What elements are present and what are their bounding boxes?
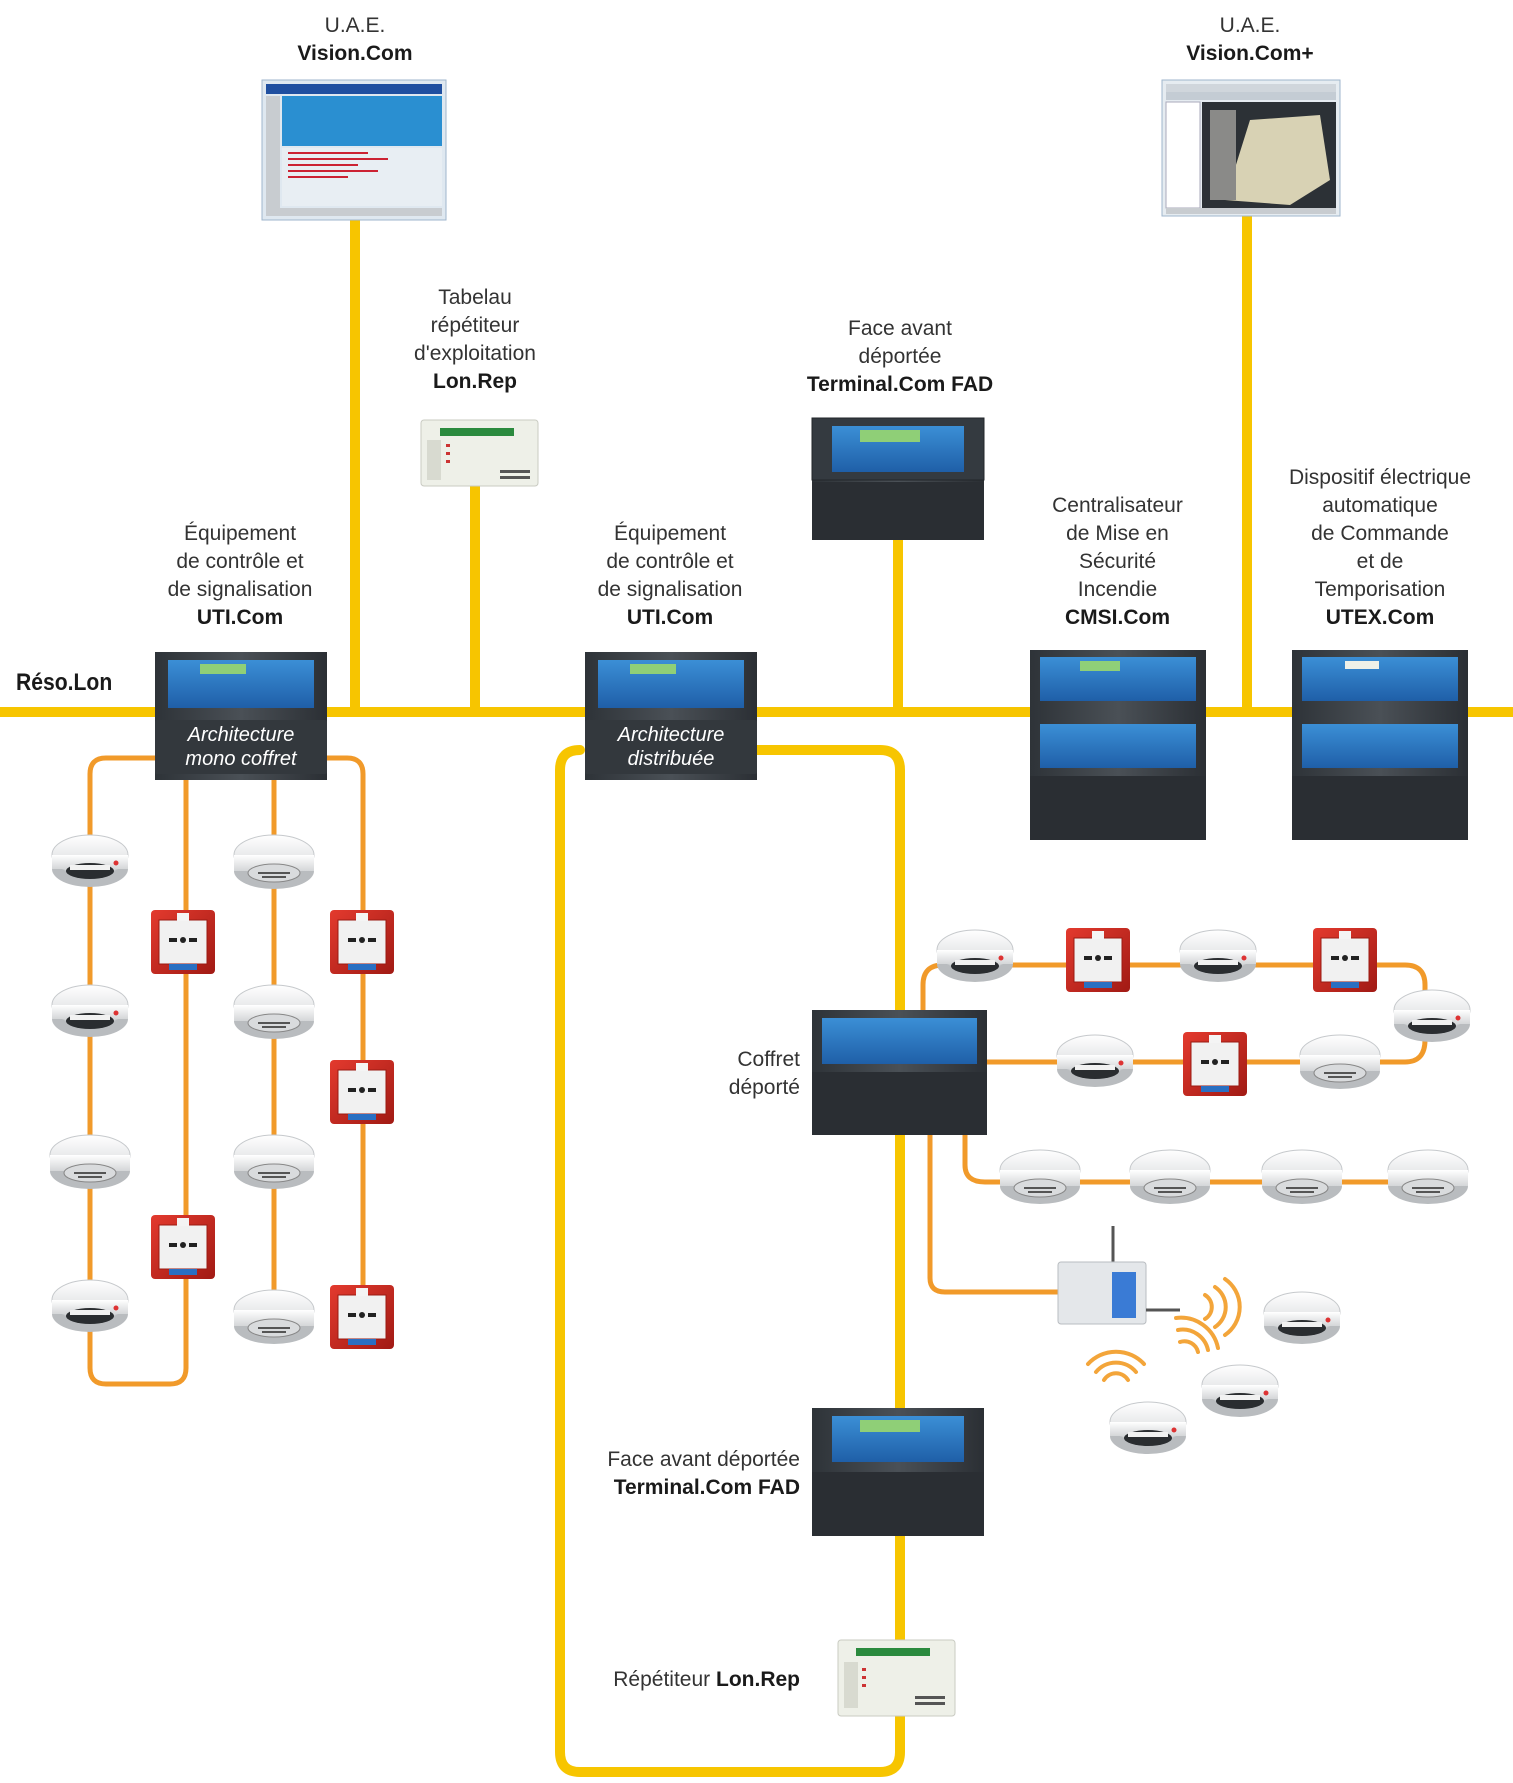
detector-loops-right bbox=[920, 962, 1463, 1295]
wireless-smoke-detector-icon bbox=[1109, 1401, 1187, 1455]
smoke-detector-icon bbox=[51, 984, 129, 1038]
manual-call-point-icon bbox=[1181, 1030, 1249, 1098]
lon-rep-top-label: Tabelau répétiteur d'exploitation Lon.Re… bbox=[380, 284, 570, 396]
uti-left-label: Équipement de contrôle et de signalisati… bbox=[140, 520, 340, 632]
coffret-line: déporté bbox=[728, 1076, 800, 1099]
coffret-deporte-cabinet[interactable] bbox=[812, 1010, 987, 1135]
radio-wave-icon bbox=[1086, 1277, 1242, 1382]
heat-detector-icon bbox=[233, 1134, 315, 1190]
badge-line: Architecture bbox=[617, 724, 725, 746]
cmsi-line: Centralisateur bbox=[1052, 494, 1183, 517]
fad-top-line: déportée bbox=[858, 345, 942, 368]
wireless-smoke-detector-icon bbox=[1201, 1364, 1279, 1418]
uae-vision-com-label: U.A.E. Vision.Com bbox=[255, 12, 455, 68]
uti-left-line: de contrôle et bbox=[176, 550, 304, 573]
cmsi-name: CMSI.Com bbox=[1065, 606, 1170, 629]
smoke-detector-icon bbox=[936, 929, 1014, 983]
heat-detector-icon bbox=[49, 1134, 131, 1190]
uti-center-line: de signalisation bbox=[597, 578, 743, 601]
cmsi-line: de Mise en bbox=[1066, 522, 1169, 545]
fad-bottom-label: Face avant déportée Terminal.Com FAD bbox=[560, 1446, 800, 1502]
lon-rep-bottom-label: Répétiteur Lon.Rep bbox=[560, 1666, 800, 1694]
terminal-com-fad-top[interactable] bbox=[811, 417, 985, 540]
smoke-detector-icon bbox=[51, 834, 129, 888]
vision-com-monitor[interactable] bbox=[261, 79, 447, 221]
fad-bottom-line: Face avant déportée bbox=[607, 1448, 800, 1471]
heat-detector-icon bbox=[1299, 1034, 1381, 1090]
reso-lon-bus bbox=[0, 205, 1513, 1777]
coffret-deporte-label: Coffret déporté bbox=[690, 1046, 800, 1102]
utex-line: de Commande bbox=[1311, 522, 1449, 545]
uae-left-line1: U.A.E. bbox=[324, 14, 386, 37]
radio-gateway[interactable] bbox=[1057, 1226, 1180, 1325]
uti-left-line: Équipement bbox=[183, 522, 297, 545]
fad-top-line: Face avant bbox=[848, 317, 952, 340]
lon-rep-top-line: répétiteur bbox=[430, 314, 520, 337]
lon-rep-top-name: Lon.Rep bbox=[433, 370, 517, 393]
utex-label: Dispositif électrique automatique de Com… bbox=[1265, 464, 1495, 632]
uti-center-name: UTI.Com bbox=[626, 606, 714, 629]
heat-detector-icon bbox=[1129, 1149, 1211, 1205]
utex-line: Temporisation bbox=[1314, 578, 1446, 601]
reso-lon-label: Réso.Lon bbox=[16, 669, 113, 696]
utex-line: Dispositif électrique bbox=[1288, 466, 1472, 489]
uae-vision-com-plus-label: U.A.E. Vision.Com+ bbox=[1150, 12, 1350, 68]
coffret-line: Coffret bbox=[737, 1048, 800, 1071]
smoke-detector-icon bbox=[1393, 989, 1471, 1043]
utex-name: UTEX.Com bbox=[1325, 606, 1435, 629]
architecture-mono-coffret-badge: Architecture mono coffret bbox=[155, 720, 327, 774]
smoke-detector-icon bbox=[1179, 929, 1257, 983]
manual-call-point-icon bbox=[328, 1283, 396, 1351]
manual-call-point-icon bbox=[149, 1213, 217, 1281]
fad-top-label: Face avant déportée Terminal.Com FAD bbox=[780, 315, 1020, 399]
manual-call-point-icon bbox=[328, 908, 396, 976]
badge-line: mono coffret bbox=[185, 748, 297, 770]
cmsi-label: Centralisateur de Mise en Sécurité Incen… bbox=[1015, 492, 1220, 632]
architecture-distribuee-badge: Architecture distribuée bbox=[585, 720, 757, 774]
fad-top-name: Terminal.Com FAD bbox=[806, 373, 994, 396]
uti-left-name: UTI.Com bbox=[196, 606, 284, 629]
uti-center-label: Équipement de contrôle et de signalisati… bbox=[570, 520, 770, 632]
uae-right-line1: U.A.E. bbox=[1219, 14, 1281, 37]
heat-detector-icon bbox=[999, 1149, 1081, 1205]
lon-rep-bottom-prefix: Répétiteur bbox=[613, 1668, 716, 1691]
heat-detector-icon bbox=[1261, 1149, 1343, 1205]
heat-detector-icon bbox=[233, 1289, 315, 1345]
smoke-detector-icon bbox=[1056, 1034, 1134, 1088]
utex-com-cabinet[interactable] bbox=[1292, 650, 1468, 840]
manual-call-point-icon bbox=[149, 908, 217, 976]
fad-bottom-name: Terminal.Com FAD bbox=[613, 1476, 800, 1499]
lon-rep-top-line: d'exploitation bbox=[414, 342, 536, 365]
heat-detector-icon bbox=[1387, 1149, 1469, 1205]
badge-line: Architecture bbox=[187, 724, 295, 746]
utex-line: automatique bbox=[1322, 494, 1438, 517]
uae-right-name: Vision.Com+ bbox=[1186, 42, 1314, 65]
lon-rep-bottom-name: Lon.Rep bbox=[716, 1668, 800, 1691]
lon-rep-panel-bottom[interactable] bbox=[837, 1639, 956, 1717]
uae-left-name: Vision.Com bbox=[297, 42, 413, 65]
heat-detector-icon bbox=[233, 984, 315, 1040]
manual-call-point-icon bbox=[1064, 926, 1132, 994]
wireless-smoke-detector-icon bbox=[1263, 1291, 1341, 1345]
detector-loops-left bbox=[87, 755, 366, 1387]
lon-rep-top-line: Tabelau bbox=[438, 286, 512, 309]
heat-detector-icon bbox=[233, 834, 315, 890]
badge-line: distribuée bbox=[627, 748, 715, 770]
lon-rep-panel-top[interactable] bbox=[420, 419, 539, 487]
uti-left-line: de signalisation bbox=[167, 578, 313, 601]
cmsi-line: Sécurité bbox=[1078, 550, 1157, 573]
uti-center-line: de contrôle et bbox=[606, 550, 734, 573]
smoke-detector-icon bbox=[51, 1279, 129, 1333]
vision-com-plus-monitor[interactable] bbox=[1161, 79, 1341, 217]
utex-line: et de bbox=[1356, 550, 1404, 573]
manual-call-point-icon bbox=[1311, 926, 1379, 994]
uti-center-line: Équipement bbox=[613, 522, 727, 545]
manual-call-point-icon bbox=[328, 1058, 396, 1126]
cmsi-line: Incendie bbox=[1077, 578, 1158, 601]
terminal-com-fad-bottom[interactable] bbox=[812, 1408, 984, 1536]
cmsi-com-cabinet[interactable] bbox=[1030, 650, 1206, 840]
